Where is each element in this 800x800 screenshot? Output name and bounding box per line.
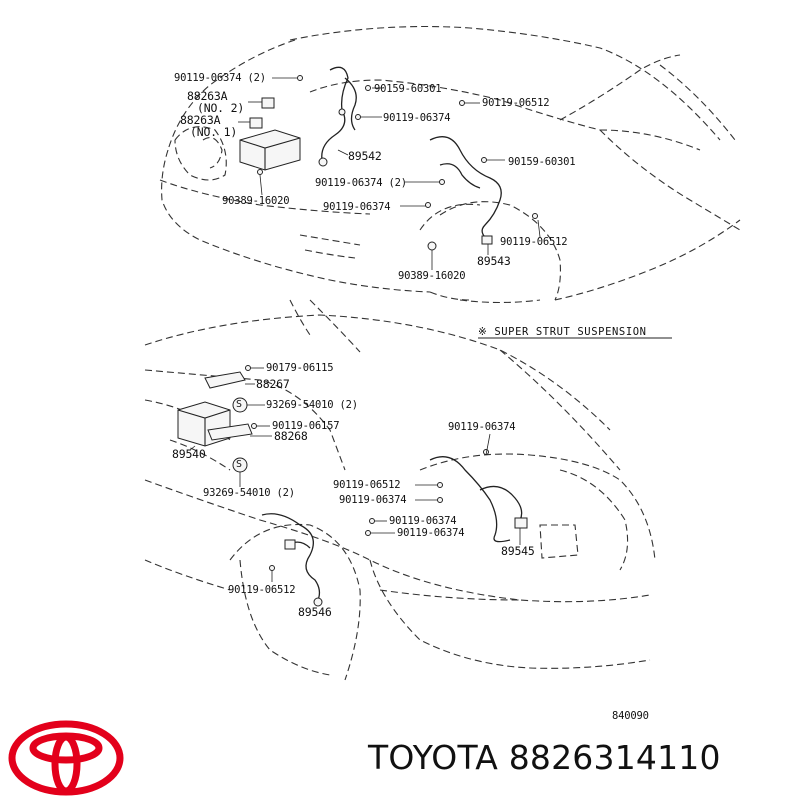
s-marker-1: S	[236, 399, 242, 410]
brand-part-number: TOYOTA 8826314110	[368, 738, 721, 777]
label-90119-06512-c: 90119-06512	[333, 479, 401, 491]
label-93269-54010-b: 93269-54010 (2)	[203, 487, 295, 499]
label-88263a-no1: 88263A	[180, 113, 221, 127]
label-90119-06374-f: 90119-06374	[397, 527, 465, 539]
label-89545: 89545	[501, 544, 535, 558]
upper-car-outline	[159, 25, 741, 304]
label-88268: 88268	[274, 429, 308, 443]
label-90389-16020-b: 90389-16020	[398, 270, 466, 282]
label-88263a-no2: 88263A	[187, 89, 228, 103]
label-90389-16020-a: 90389-16020	[222, 195, 290, 207]
figure-reference-number: 840090	[612, 710, 649, 722]
lower-leaders	[189, 367, 521, 582]
label-89543: 89543	[477, 254, 511, 268]
label-90159-60301-upper: 90159-60301	[374, 83, 442, 95]
label-no2: (NO. 2)	[197, 101, 245, 115]
label-90159-60301-b: 90159-60301	[508, 156, 576, 168]
label-no1: (NO. 1)	[190, 125, 238, 139]
label-90119-06374-2-upper: 90119-06374 (2)	[174, 72, 266, 84]
label-89540: 89540	[172, 447, 206, 461]
label-89542: 89542	[348, 149, 382, 163]
super-strut-suspension-note: ※ SUPER STRUT SUSPENSION	[478, 326, 647, 338]
upper-leaders	[238, 77, 541, 270]
label-90119-06512-b: 90119-06512	[500, 236, 568, 248]
label-89546: 89546	[298, 605, 332, 619]
label-90119-06374-e: 90119-06374	[389, 515, 457, 527]
label-90119-06512-d: 90119-06512	[228, 584, 296, 596]
label-90119-06374-2-b: 90119-06374 (2)	[315, 177, 407, 189]
upper-parts	[239, 66, 538, 251]
label-90119-06374-b: 90119-06374	[323, 201, 391, 213]
lower-car-outline	[144, 299, 656, 681]
label-93269-54010-a: 93269-54010 (2)	[266, 399, 358, 411]
toyota-logo-icon	[8, 720, 124, 796]
s-marker-2: S	[236, 459, 242, 470]
label-90119-06512-a: 90119-06512	[482, 97, 550, 109]
label-90119-06374-c: 90119-06374	[448, 421, 516, 433]
label-90119-06374-d: 90119-06374	[339, 494, 407, 506]
label-88267: 88267	[256, 377, 290, 391]
label-90119-06374-a: 90119-06374	[383, 112, 451, 124]
label-90179-06115: 90179-06115	[266, 362, 334, 374]
label-90119-06157: 90119-06157	[272, 420, 340, 432]
